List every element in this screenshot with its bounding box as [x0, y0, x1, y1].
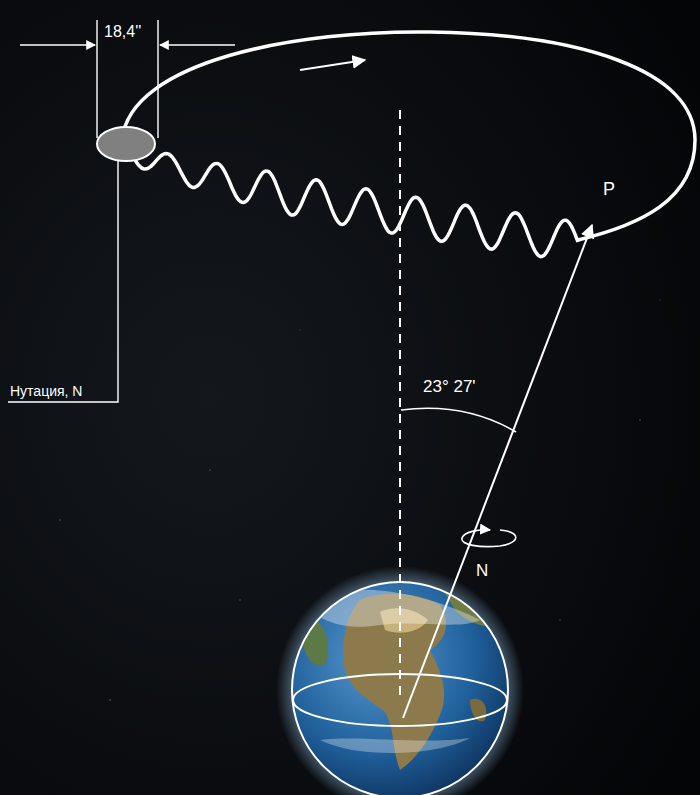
dimension-label: 18,4'' — [104, 24, 141, 40]
rotation-axis — [403, 225, 592, 718]
nutation-label: Нутация, N — [10, 384, 82, 398]
dimension-line — [157, 20, 158, 138]
rotation-label: N — [476, 562, 488, 579]
rotation-arrow — [462, 530, 516, 547]
direction-arrow — [300, 60, 365, 70]
leader-line — [8, 160, 118, 402]
dimension-arrow — [160, 44, 235, 45]
ecliptic-pole-line — [399, 110, 401, 695]
pole-label: P — [603, 180, 615, 198]
angle-arc — [401, 408, 516, 432]
equator — [293, 674, 507, 726]
angle-label: 23° 27' — [423, 378, 476, 395]
nutation-wave — [130, 150, 578, 257]
nutation-ellipse — [97, 127, 155, 161]
dimension-line — [96, 20, 97, 138]
dimension-arrow — [20, 44, 95, 45]
earth-glow — [276, 566, 524, 795]
